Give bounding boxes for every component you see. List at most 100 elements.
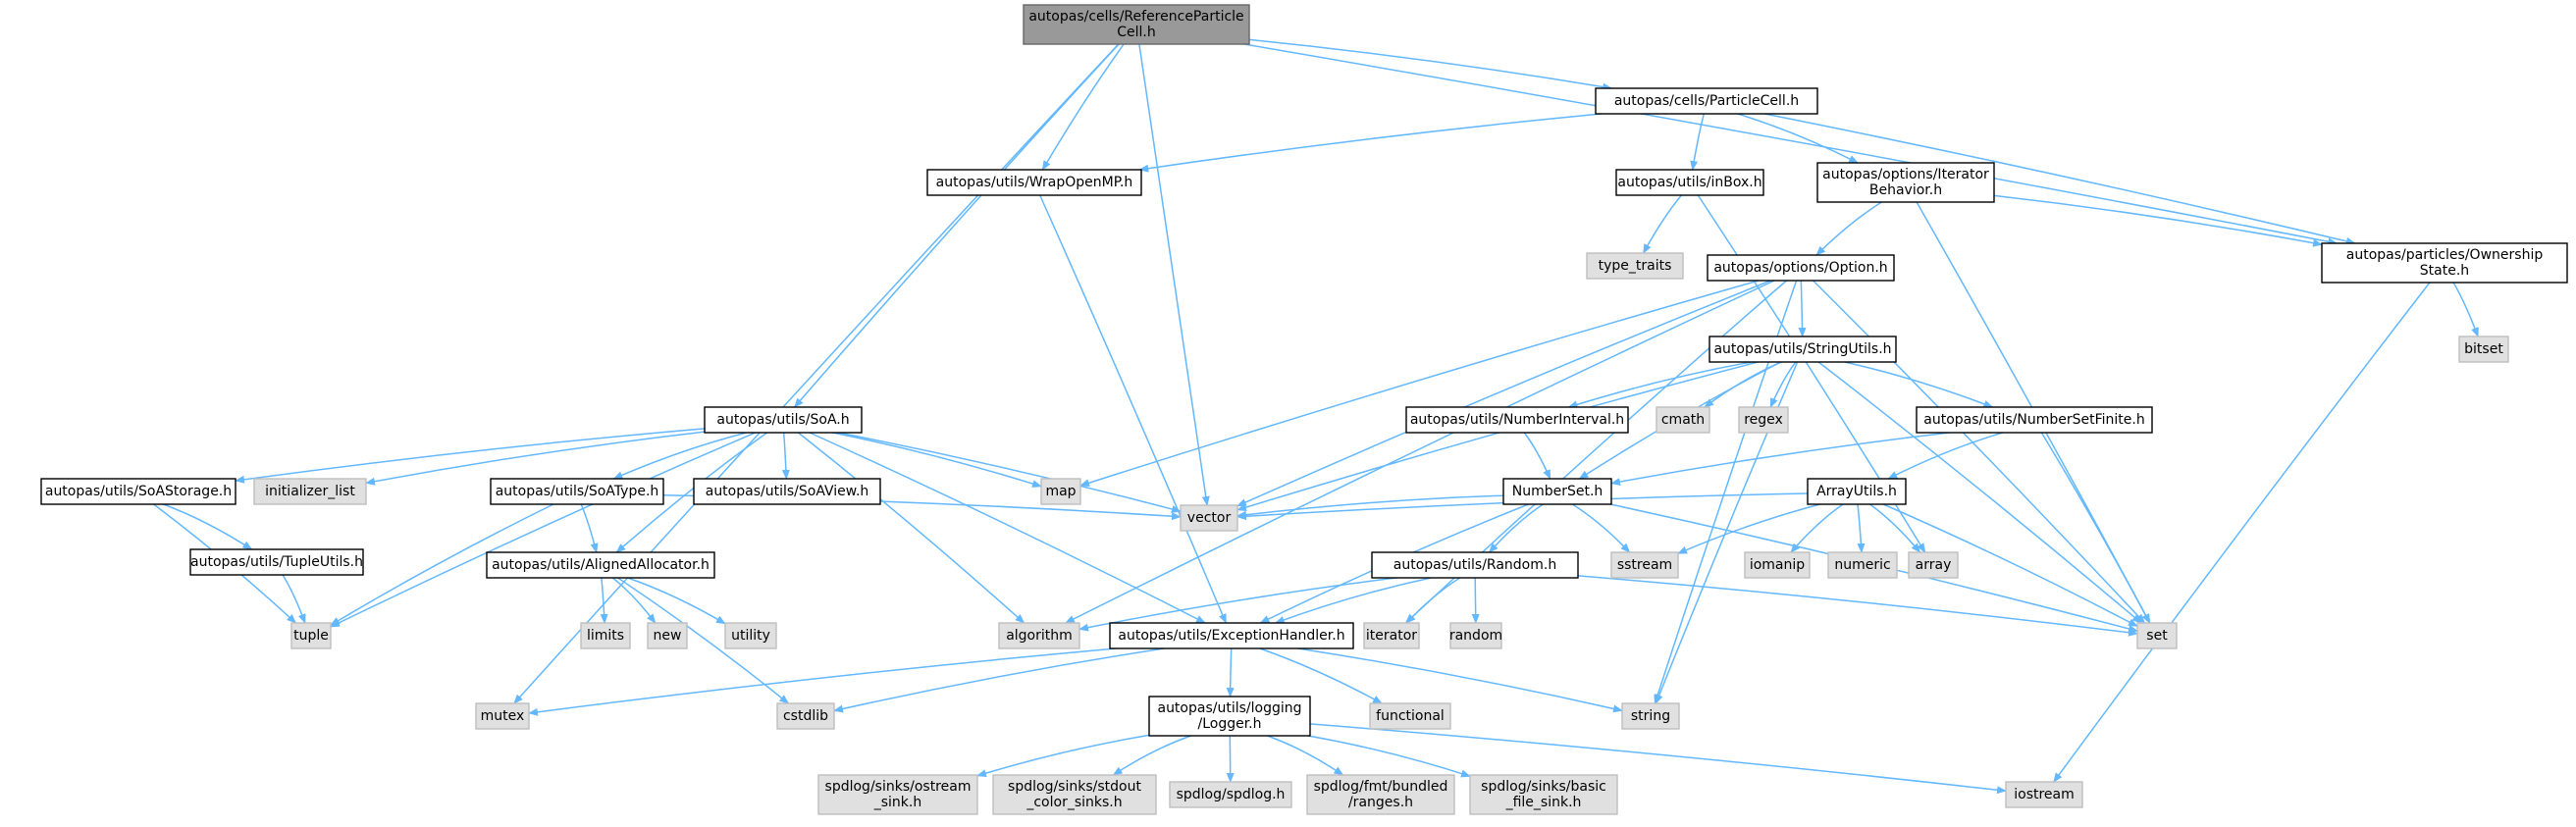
node-box-soastorage <box>40 478 237 505</box>
node-stdout_sinks: spdlog/sinks/stdout_color_sinks.h <box>992 774 1157 815</box>
node-box-stringutils <box>1709 336 1897 363</box>
node-soaview[interactable]: autopas/utils/SoAView.h <box>693 478 881 505</box>
node-label-numberset-0: NumberSet.h <box>1512 484 1603 499</box>
node-numberset[interactable]: NumberSet.h <box>1502 478 1612 505</box>
node-label-particlecell-0: autopas/cells/ParticleCell.h <box>1614 93 1799 109</box>
node-label-tuple-0: tuple <box>293 628 329 644</box>
node-wrapopenmp[interactable]: autopas/utils/WrapOpenMP.h <box>926 169 1142 196</box>
node-box-spdlog <box>1169 781 1292 808</box>
node-label-mutex-0: mutex <box>481 708 525 724</box>
node-box-set <box>2136 622 2178 649</box>
edge-particlecell-to-iterbehavior <box>1737 113 1859 164</box>
node-box-cstdlib <box>776 702 835 730</box>
node-tuple: tuple <box>290 622 332 649</box>
node-numeric: numeric <box>1827 551 1898 579</box>
edge-ownership-to-iostream <box>2053 282 2431 783</box>
node-box-ownership <box>2321 242 2568 284</box>
node-random[interactable]: autopas/utils/Random.h <box>1371 551 1579 579</box>
node-sstream: sstream <box>1610 551 1679 579</box>
edge-particlecell-to-ownership <box>1764 113 2356 245</box>
node-box-logger <box>1148 696 1311 737</box>
node-box-numsetfinite <box>1916 406 2153 434</box>
node-option[interactable]: autopas/options/Option.h <box>1707 254 1895 282</box>
node-iomanip: iomanip <box>1744 551 1811 579</box>
edge-stringutils-to-numsetfinite <box>1844 361 1994 408</box>
node-label-soastorage-0: autopas/utils/SoAStorage.h <box>45 484 232 499</box>
node-ostream_sink: spdlog/sinks/ostream_sink.h <box>817 774 978 815</box>
edge-root-to-soa <box>793 43 1120 408</box>
node-particlecell[interactable]: autopas/cells/ParticleCell.h <box>1595 87 1818 115</box>
node-label-stdout_sinks-0: spdlog/sinks/stdout <box>1008 779 1141 795</box>
node-stringutils[interactable]: autopas/utils/StringUtils.h <box>1709 336 1897 363</box>
node-label-ostream_sink-1: _sink.h <box>873 795 922 810</box>
node-label-limits-0: limits <box>587 628 624 644</box>
node-vector: vector <box>1180 504 1238 532</box>
node-bitset: bitset <box>2458 336 2509 363</box>
node-logger[interactable]: autopas/utils/logging/Logger.h <box>1148 696 1311 737</box>
node-box-root <box>1023 4 1250 45</box>
node-arrayutils[interactable]: ArrayUtils.h <box>1807 478 1907 505</box>
node-iostream: iostream <box>2005 781 2083 808</box>
node-box-option <box>1707 254 1895 282</box>
node-soastorage[interactable]: autopas/utils/SoAStorage.h <box>40 478 237 505</box>
edge-alignedalloc-to-cstdlib <box>617 577 790 704</box>
edge-particlecell-to-inbox <box>1690 113 1706 171</box>
node-soatype[interactable]: autopas/utils/SoAType.h <box>490 478 664 505</box>
node-randomsys: random <box>1449 622 1502 649</box>
edge-logger-to-ostream_sink <box>976 734 1150 777</box>
node-box-tuple <box>290 622 332 649</box>
edge-numberset-to-sstream <box>1571 503 1631 553</box>
node-label-map-0: map <box>1045 484 1076 499</box>
node-label-numeric-0: numeric <box>1834 557 1890 573</box>
edge-soa-to-soastorage <box>235 428 706 484</box>
node-label-ranges-0: spdlog/fmt/bundled <box>1314 779 1448 795</box>
edge-soatype-to-tuple <box>330 503 554 626</box>
node-label-soatype-0: autopas/utils/SoAType.h <box>496 484 659 499</box>
node-exceptionhandler[interactable]: autopas/utils/ExceptionHandler.h <box>1109 622 1354 649</box>
edge-option-to-stringutils <box>1798 280 1807 337</box>
edge-numsetfinite-to-set <box>2040 432 2151 624</box>
node-tupleutils[interactable]: autopas/utils/TupleUtils.h <box>189 548 364 576</box>
edge-soa-to-alignedalloc <box>615 432 768 553</box>
node-box-ostream_sink <box>817 774 978 815</box>
edge-stringutils-to-vector <box>1236 361 1759 511</box>
edge-iterbehavior-to-option <box>1815 201 1882 256</box>
node-map: map <box>1040 478 1081 505</box>
edge-alignedalloc-to-new <box>611 577 657 624</box>
node-label-set-0: set <box>2146 628 2168 644</box>
edge-arrayutils-to-array <box>1869 503 1921 553</box>
node-label-logger-0: autopas/utils/logging <box>1157 700 1301 716</box>
edge-stringutils-to-regex <box>1769 361 1797 408</box>
node-box-numinterval <box>1405 406 1629 434</box>
node-label-iterator-0: iterator <box>1366 628 1417 644</box>
node-alignedalloc[interactable]: autopas/utils/AlignedAllocator.h <box>486 551 715 579</box>
edge-exceptionhandler-to-logger <box>1226 647 1235 698</box>
edge-exceptionhandler-to-mutex <box>528 647 1117 716</box>
node-label-ranges-1: /ranges.h <box>1348 795 1413 810</box>
node-box-array <box>1908 551 1959 579</box>
node-numinterval[interactable]: autopas/utils/NumberInterval.h <box>1405 406 1629 434</box>
node-box-soa <box>704 406 863 434</box>
node-box-exceptionhandler <box>1109 622 1354 649</box>
node-label-functional-0: functional <box>1376 708 1445 724</box>
edge-alignedalloc-to-limits <box>600 577 608 624</box>
edge-wrapopenmp-to-exceptionhandler <box>1039 194 1227 624</box>
edge-soa-to-tuple <box>330 432 756 628</box>
node-inbox[interactable]: autopas/utils/inBox.h <box>1615 169 1764 196</box>
node-label-iomanip-0: iomanip <box>1750 557 1805 573</box>
node-box-mutex <box>475 702 530 730</box>
node-label-typetraits-0: type_traits <box>1599 258 1672 274</box>
node-soa[interactable]: autopas/utils/SoA.h <box>704 406 863 434</box>
node-functional: functional <box>1369 702 1451 730</box>
node-label-ostream_sink-0: spdlog/sinks/ostream <box>825 779 972 795</box>
node-label-iostream-0: iostream <box>2014 787 2075 802</box>
node-box-algorithm <box>998 622 1080 649</box>
node-numsetfinite[interactable]: autopas/utils/NumberSetFinite.h <box>1916 406 2153 434</box>
edge-logger-to-ranges <box>1267 735 1344 776</box>
node-box-numeric <box>1827 551 1898 579</box>
